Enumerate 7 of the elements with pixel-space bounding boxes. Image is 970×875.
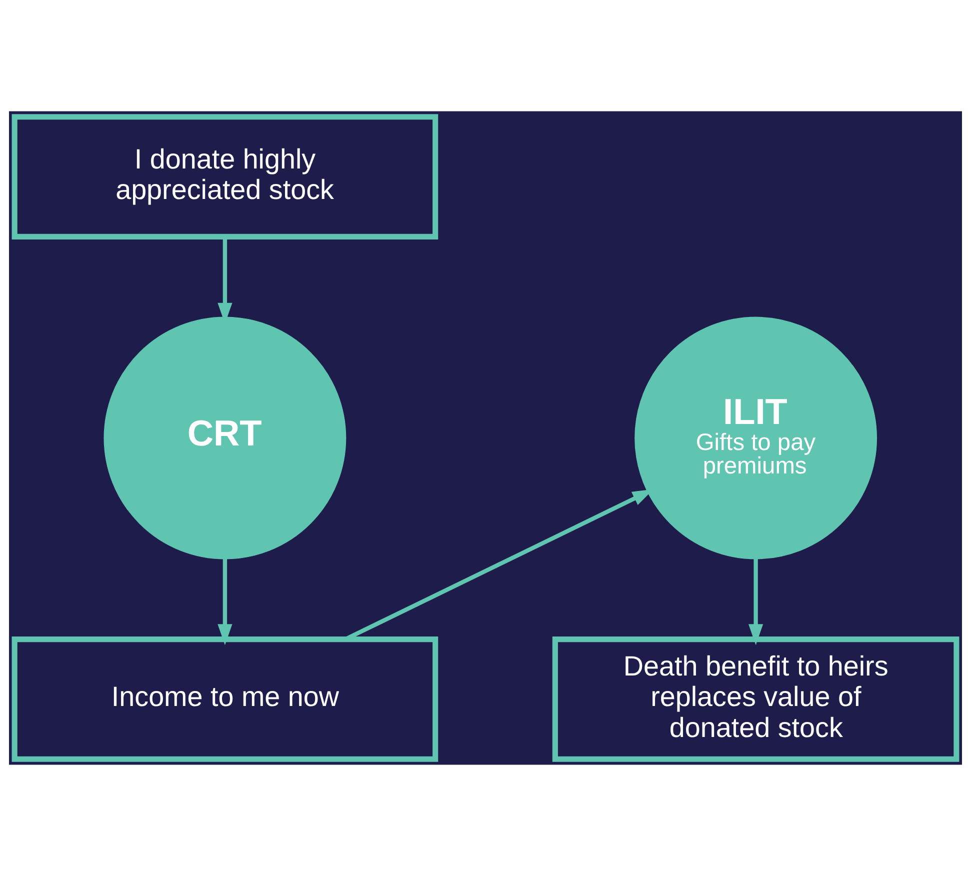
node-box: Income to me now	[11, 636, 438, 762]
arrow	[217, 558, 232, 645]
node-circle: CRT	[103, 316, 346, 559]
node-circle: ILIT Gifts to pay premiums	[634, 316, 877, 559]
node-box: Death benefit to heirs replaces value of donated stock	[552, 636, 959, 762]
arrow	[748, 558, 763, 645]
node-box: I donate highly appreciated stock	[11, 114, 438, 239]
